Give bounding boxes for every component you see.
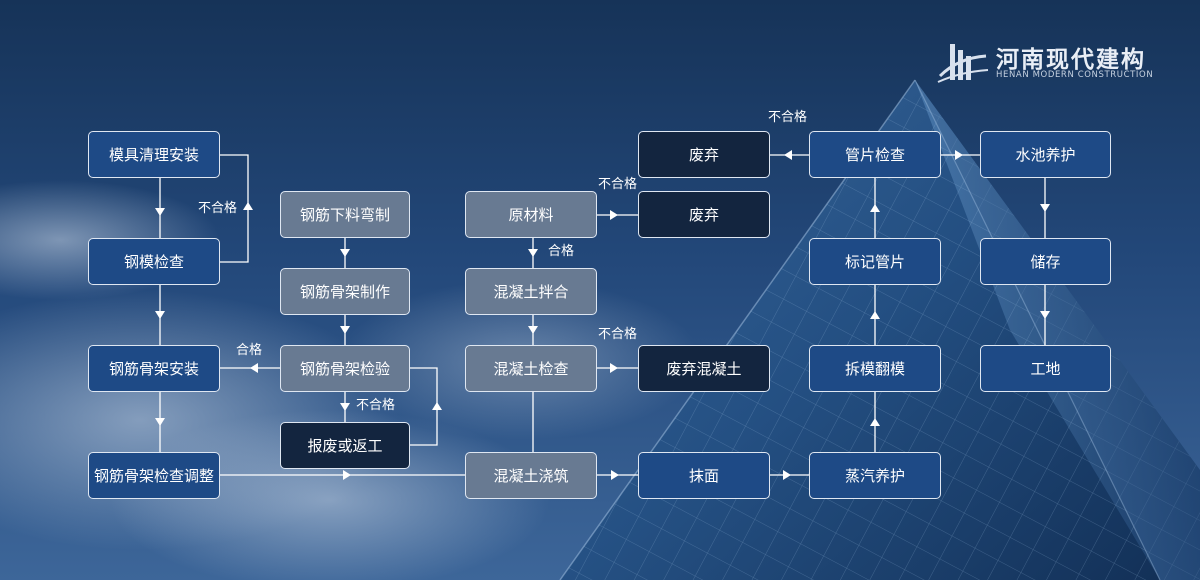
node-storage: 储存 [980,238,1111,285]
logo-mark-icon [937,44,989,83]
node-cage-inspect-adjust: 钢筋骨架检查调整 [88,452,220,499]
arrowhead [870,204,880,212]
label-raw-pass: 合格 [548,244,575,259]
arrowhead [155,311,165,319]
node-segment-inspect: 管片检查 [809,131,941,178]
node-concrete-mix: 混凝土拌合 [465,268,597,315]
node-steam-cure: 蒸汽养护 [809,452,941,499]
node-site: 工地 [980,345,1111,392]
node-rebar-cut-bend: 钢筋下料弯制 [280,191,410,238]
label-mold-fail: 不合格 [198,201,238,216]
arrowhead [1040,204,1050,212]
arrowhead [432,402,442,410]
label-concrete-fail: 不合格 [598,327,638,342]
node-scrap-or-rework: 报废或返工 [280,422,410,469]
arrowhead [528,326,538,334]
node-trowel: 抹面 [638,452,770,499]
arrowhead [155,418,165,426]
node-mold-inspect: 钢模检查 [88,238,220,285]
node-raw-material: 原材料 [465,191,597,238]
node-mark-segment: 标记管片 [809,238,941,285]
connector-rework-loop [410,367,438,446]
logo-title: 河南现代建构 [996,47,1146,73]
arrowhead [340,249,350,257]
arrowhead [250,363,258,373]
arrowhead [610,210,618,220]
arrowhead [1040,311,1050,319]
arrowhead [340,403,350,411]
node-discard-2: 废弃 [638,191,770,238]
node-pool-cure: 水池养护 [980,131,1111,178]
label-cage-pass: 合格 [236,343,263,358]
arrowhead [870,311,880,319]
label-cage-fail: 不合格 [356,398,396,413]
node-cage-inspect: 钢筋骨架检验 [280,345,410,392]
node-discard-concrete: 废弃混凝土 [638,345,770,392]
arrowhead [340,326,350,334]
arrowhead [870,418,880,426]
arrowhead [528,249,538,257]
node-cage-install: 钢筋骨架安装 [88,345,220,392]
node-discard-1: 废弃 [638,131,770,178]
arrowhead [784,150,792,160]
label-raw-fail: 不合格 [598,177,638,192]
node-cage-make: 钢筋骨架制作 [280,268,410,315]
node-mold-clean-install: 模具清理安装 [88,131,220,178]
arrowhead [611,470,619,480]
arrowhead [155,208,165,216]
arrowhead [610,363,618,373]
logo-subtitle: HENAN MODERN CONSTRUCTION [996,70,1154,80]
node-concrete-inspect: 混凝土检查 [465,345,597,392]
arrowhead [955,150,963,160]
arrowhead [343,470,351,480]
node-demold: 拆模翻模 [809,345,941,392]
arrowhead [243,202,253,210]
label-segment-fail: 不合格 [768,110,808,125]
arrowhead [783,470,791,480]
node-concrete-pour: 混凝土浇筑 [465,452,597,499]
company-logo: 河南现代建构 HENAN MODERN CONSTRUCTION [934,38,1164,88]
